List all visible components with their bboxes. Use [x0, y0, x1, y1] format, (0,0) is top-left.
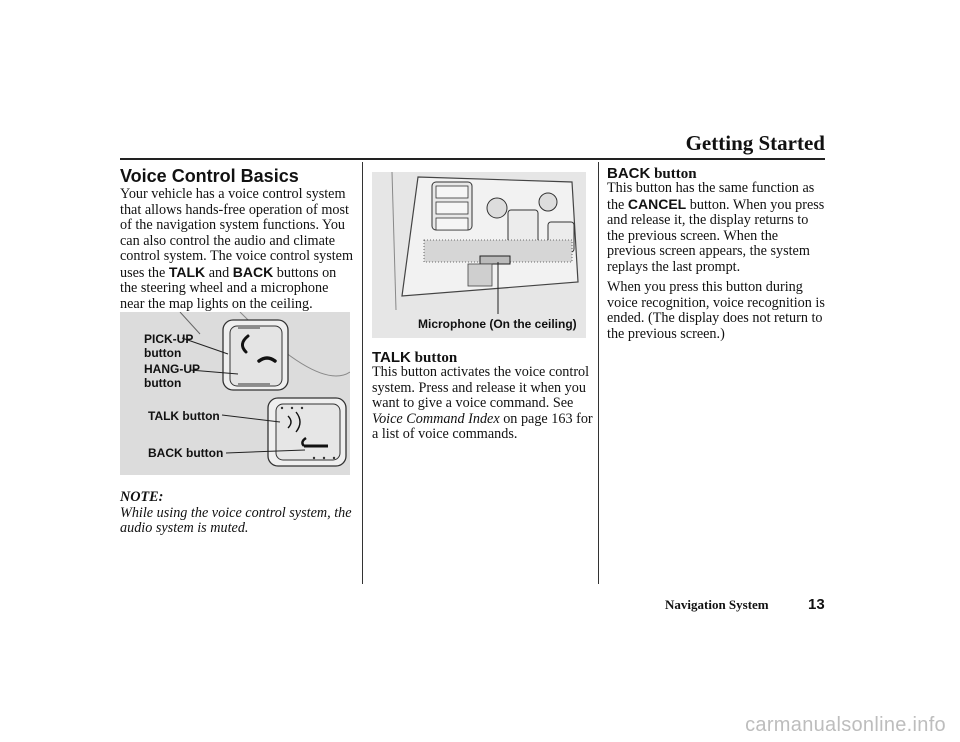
footer-label: Navigation System [665, 597, 769, 612]
ceiling-console-illustration [391, 171, 579, 314]
column-divider-right [598, 162, 599, 584]
note-label: NOTE: [120, 489, 164, 505]
microphone-icon [467, 255, 511, 287]
back-button-heading: BACK button [607, 165, 697, 182]
back-button-description: This button has the same function as the… [607, 180, 825, 275]
talk-keyword: TALK [168, 263, 206, 280]
note-text: While using the voice control system, th… [120, 504, 352, 536]
intro-paragraph: Your vehicle has a voice control system … [120, 186, 353, 312]
back-callout: BACK button [148, 446, 224, 460]
voice-command-index-ref: Voice Command Index [372, 410, 500, 427]
note-block: NOTE: While using the voice control syst… [120, 489, 356, 537]
pickup-phone-icon [241, 334, 250, 354]
back-arrow-icon [301, 436, 328, 448]
talk-button-description: This button activates the voice control … [372, 364, 593, 442]
column-divider-left [362, 162, 363, 584]
header-rule [120, 158, 825, 160]
steering-buttons-illustration [179, 311, 351, 467]
talk-voice-icon [287, 411, 301, 433]
section-title: Voice Control Basics [120, 166, 299, 186]
back-button-note: When you press this button during voice … [607, 279, 825, 342]
page-header-title: Getting Started [685, 131, 825, 155]
cancel-keyword: CANCEL [627, 195, 687, 212]
talk-button-heading: TALK button [372, 349, 458, 366]
back-keyword: BACK [232, 263, 274, 280]
microphone-figure: Microphone (On the ceiling) [372, 171, 586, 338]
microphone-caption: Microphone (On the ceiling) [418, 317, 577, 331]
hangup-phone-icon [257, 356, 277, 363]
watermark-text: carmanualsonline.info [745, 714, 946, 736]
talk-callout: TALK button [148, 409, 220, 423]
page-number: 13 [808, 596, 825, 613]
